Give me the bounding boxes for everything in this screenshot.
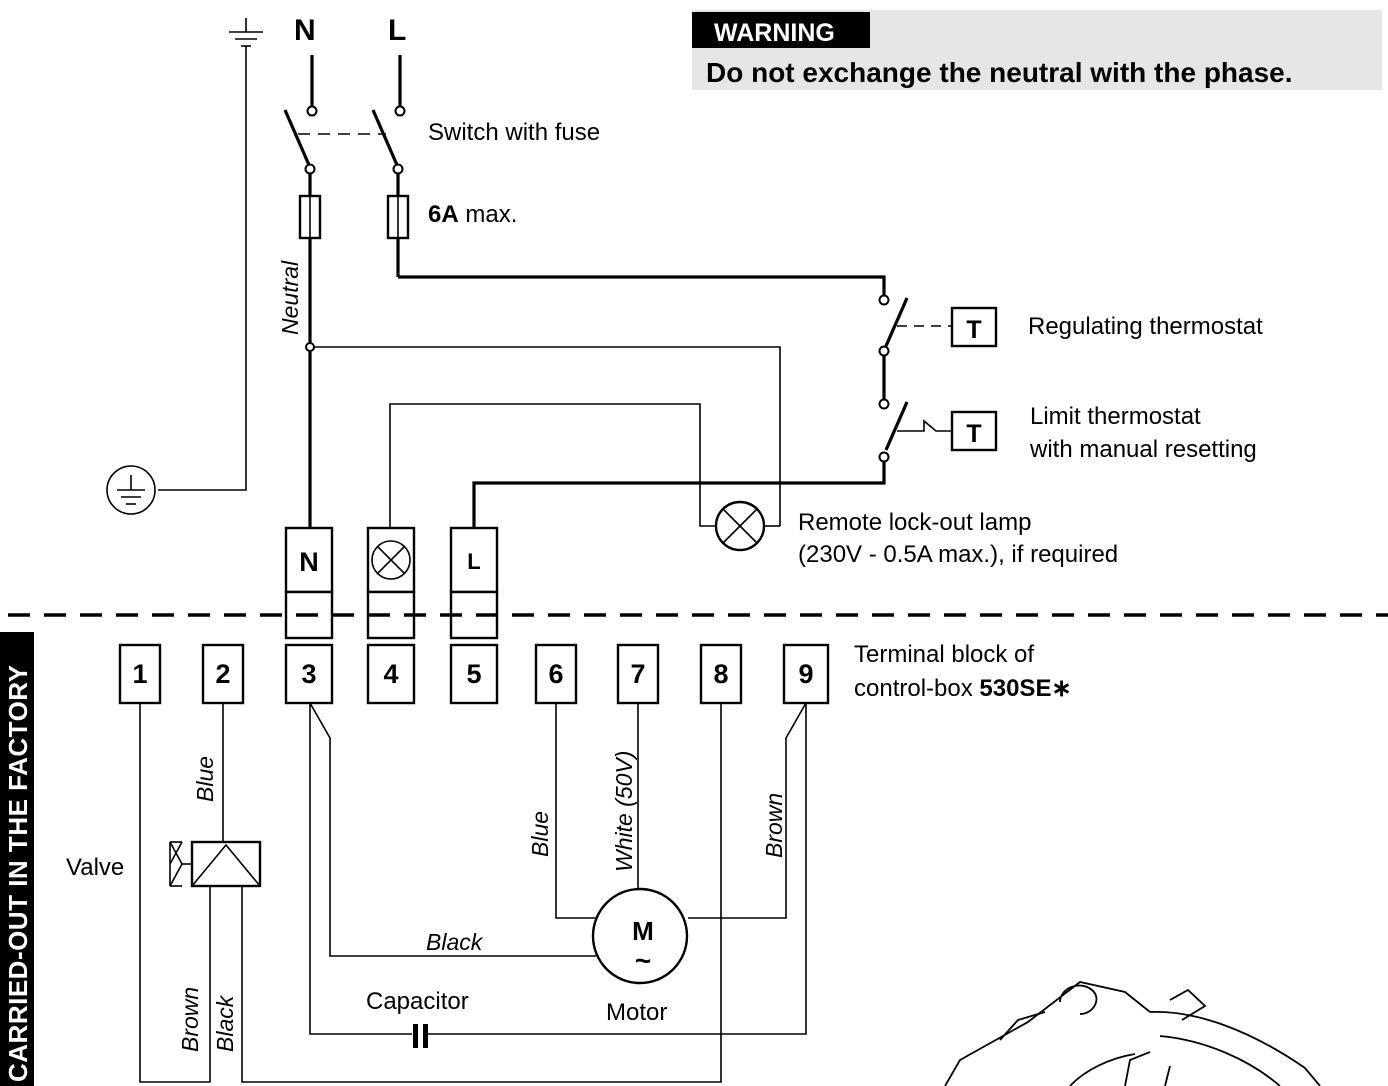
motor-blue-label: Blue	[527, 811, 553, 857]
terminal-block: 1 2 3 4 5 6 7 8 9	[118, 643, 830, 705]
limit-thermostat-label-2: with manual resetting	[1029, 436, 1257, 463]
lamp-icon	[714, 500, 766, 552]
earth-terminal-icon	[106, 465, 156, 515]
side-banner-text: CARRIED-OUT IN THE FACTORY	[3, 665, 33, 1082]
terminal-1-label: 1	[132, 659, 147, 689]
motor-symbol: M	[632, 916, 654, 946]
terminal-block-label-2: control-box 530SE∗	[854, 675, 1072, 702]
warning-message: Do not exchange the neutral with the pha…	[706, 57, 1293, 88]
plug4-to-lamp-wire	[389, 403, 716, 528]
earth-icon	[229, 18, 263, 47]
fuse-value: 6A	[428, 201, 459, 228]
motor-brown-wire	[688, 702, 807, 919]
lamp-label-2: (230V - 0.5A max.), if required	[798, 541, 1118, 568]
lamp-label-1: Remote lock-out lamp	[798, 509, 1031, 536]
regulating-thermostat-symbol: T	[966, 316, 981, 344]
regulating-thermostat-label: Regulating thermostat	[1028, 313, 1263, 340]
terminal-4	[366, 643, 416, 705]
motor-brown-label: Brown	[761, 793, 787, 858]
terminal-block-label-1: Terminal block of	[854, 641, 1034, 668]
valve-brown-wire	[139, 703, 211, 1083]
terminal-block-model: 530SE∗	[979, 675, 1071, 702]
capacitor-right-wire	[428, 703, 807, 1035]
capacitor-label: Capacitor	[366, 988, 469, 1015]
fuse-suffix: max.	[459, 201, 518, 228]
terminal-2-label: 2	[215, 659, 230, 689]
terminal-5-label: 5	[466, 659, 481, 689]
valve-blue-label: Blue	[192, 756, 218, 802]
motor-icon	[591, 887, 689, 985]
valve-icon	[169, 840, 262, 888]
supply-line-label: L	[388, 14, 406, 47]
limit-thermostat-label-1: Limit thermostat	[1030, 403, 1201, 430]
motor-label: Motor	[606, 999, 667, 1026]
fuse-label: 6A max.	[428, 201, 517, 228]
capacitor-icon	[413, 1024, 428, 1048]
terminal-3	[284, 643, 334, 705]
earth-wire	[158, 46, 247, 491]
plug-connector	[284, 526, 499, 640]
warning-title: WARNING	[714, 19, 835, 47]
plug-neutral-label: N	[299, 547, 319, 577]
warning-box: WARNING Do not exchange the neutral with…	[692, 10, 1382, 90]
neutral-wire-label: Neutral	[277, 260, 303, 335]
limit-thermostat-switch	[878, 398, 998, 463]
motor-white-label: White (50V)	[611, 751, 637, 872]
limit-thermostat-symbol: T	[966, 420, 981, 448]
valve-black-wire	[241, 703, 722, 1083]
regulating-thermostat-switch	[878, 294, 998, 357]
side-banner	[0, 632, 34, 1086]
switch-label: Switch with fuse	[428, 119, 600, 146]
motor-tilde: ~	[635, 945, 651, 976]
capacitor-left-wire	[309, 703, 412, 1035]
plug-line-label: L	[467, 549, 480, 574]
motor-black-wire	[309, 702, 596, 957]
terminal-8-label: 8	[713, 659, 728, 689]
neutral-junction	[305, 342, 315, 352]
motor-black-label: Black	[426, 929, 484, 955]
terminal-7-label: 7	[630, 659, 645, 689]
line-to-thermostat-wire	[398, 275, 886, 296]
burner-sketch	[944, 981, 1321, 1086]
plug-lamp-icon	[371, 540, 411, 580]
terminal-block-prefix: control-box	[854, 675, 979, 702]
warning-title-background	[692, 12, 870, 48]
valve-black-label: Black	[212, 994, 238, 1052]
motor-blue-wire	[555, 703, 596, 919]
valve-brown-label: Brown	[177, 987, 203, 1052]
regulating-thermostat-box	[950, 306, 998, 348]
thermostat-to-plug-wire	[472, 461, 886, 528]
neutral-to-lamp-wire	[314, 346, 781, 526]
supply-neutral-label: N	[294, 14, 316, 47]
terminal-6-label: 6	[548, 659, 563, 689]
main-switch	[283, 55, 406, 175]
terminal-4-label: 4	[383, 659, 398, 689]
limit-thermostat-box	[950, 410, 998, 452]
terminal-3-label: 3	[301, 659, 316, 689]
terminal-5	[449, 643, 499, 705]
valve-label: Valve	[66, 854, 124, 881]
terminal-7	[616, 643, 660, 705]
terminal-9-label: 9	[798, 659, 813, 689]
